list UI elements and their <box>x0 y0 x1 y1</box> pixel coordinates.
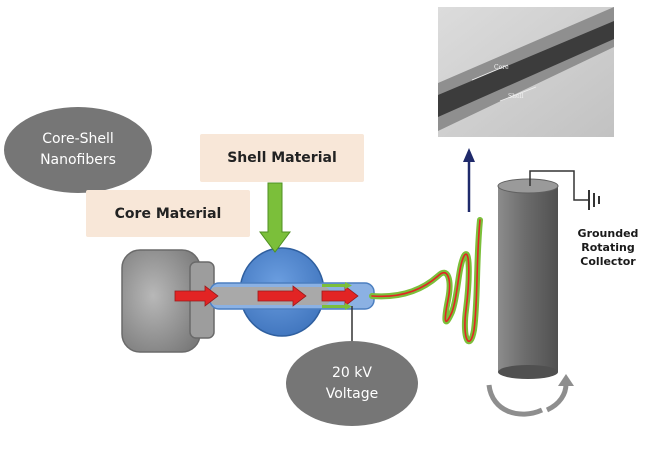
grounded-rotating-collector-label: Grounded Rotating Collector <box>566 227 650 269</box>
shell-inflow-arrow <box>259 182 291 253</box>
voltage-bubble: 20 kV Voltage <box>286 341 418 426</box>
tem-micrograph: Core Shell <box>438 7 614 137</box>
shell-flow-arrow-top <box>322 282 352 289</box>
voltage-line-1: 20 kV <box>332 364 372 381</box>
core-flow-arrow-3 <box>321 285 359 307</box>
voltage-line-2: Voltage <box>325 385 379 402</box>
core-shell-nanofibers-bubble: Core-Shell Nanofibers <box>4 107 152 193</box>
core-material-label: Core Material <box>86 190 250 237</box>
rotation-arrow-head-icon <box>558 374 574 386</box>
core-shell-line-2: Nanofibers <box>40 152 116 168</box>
whipping-jet <box>369 217 483 345</box>
collector-bottom <box>498 365 558 379</box>
micrograph-texture <box>438 7 614 137</box>
collector-line-3: Collector <box>580 255 636 268</box>
rotation-arrow-right <box>545 383 569 413</box>
collector-body <box>498 186 558 372</box>
ground-symbol-icon <box>588 190 600 210</box>
shell-material-label: Shell Material <box>200 134 364 182</box>
core-flow-arrow-2 <box>257 285 307 307</box>
rotation-arrow-left <box>486 384 544 417</box>
collector-line-1: Grounded <box>577 227 639 240</box>
jet-shell-stroke <box>369 217 483 345</box>
upward-arrow-head <box>463 148 475 162</box>
ground-wire <box>529 170 588 201</box>
core-shell-line-1: Core-Shell <box>42 131 114 147</box>
rotating-collector <box>486 170 600 417</box>
core-flow-arrow-1 <box>174 285 219 307</box>
shell-flow-arrow-bottom <box>322 303 352 310</box>
fiber-core-band <box>438 21 614 117</box>
collector-top <box>497 178 559 194</box>
micrograph-shell-label: Shell <box>508 93 524 100</box>
collector-line-2: Rotating <box>581 241 635 254</box>
jet-core-stroke <box>371 219 481 343</box>
micrograph-core-label: Core <box>494 64 509 71</box>
